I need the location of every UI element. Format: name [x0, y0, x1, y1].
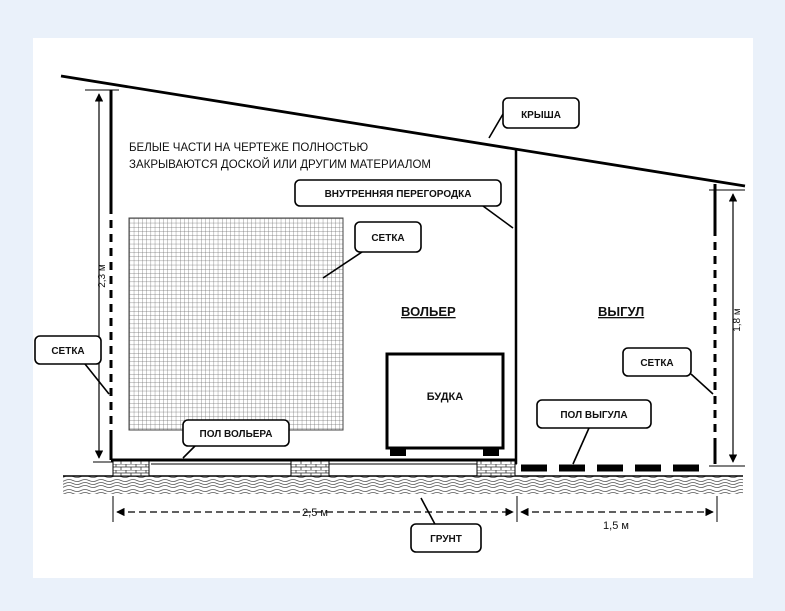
ground-strip [63, 476, 743, 494]
left-height-label: 2,3 м [97, 264, 108, 288]
roof-label: КРЫША [521, 110, 561, 121]
run-floor-label: ПОЛ ВЫГУЛА [560, 410, 627, 421]
kennel [385, 352, 505, 456]
right-height-label: 1,8 м [732, 308, 743, 332]
mesh-right-label: СЕТКА [640, 358, 673, 369]
mesh-panel-callout: СЕТКА [322, 221, 422, 279]
right-height-dimension [709, 189, 745, 467]
ground-label: ГРУНТ [430, 534, 462, 545]
width-dimensions [112, 496, 718, 522]
drawing-canvas: 2,3 м 1,8 м 2,5 м 1,5 м БЕЛЫЕ ЧАСТИ НА Ч… [33, 38, 753, 578]
ground-callout: ГРУНТ [410, 497, 482, 553]
mesh-right-callout: СЕТКА [622, 347, 714, 395]
note-line-1: БЕЛЫЕ ЧАСТИ НА ЧЕРТЕЖЕ ПОЛНОСТЬЮ [129, 142, 369, 154]
enclosure-diagram: 2,3 м 1,8 м 2,5 м 1,5 м БЕЛЫЕ ЧАСТИ НА Ч… [34, 74, 746, 553]
enclosure-width-label: 2,5 м [302, 507, 328, 519]
left-height-dimension [85, 89, 119, 463]
brick-support-2 [290, 460, 330, 477]
run-title: ВЫГУЛ [598, 304, 644, 319]
mesh-left-callout: СЕТКА [34, 335, 110, 395]
kennel-label: БУДКА [427, 391, 463, 403]
roof-line [60, 74, 746, 188]
mesh-panel [128, 217, 344, 431]
enclosure-title: ВОЛЬЕР [401, 304, 456, 319]
enclosure-floor-label: ПОЛ ВОЛЬЕРА [200, 429, 273, 440]
brick-support-1 [112, 460, 150, 477]
brick-support-3 [476, 460, 516, 477]
mesh-panel-label: СЕТКА [371, 233, 404, 244]
run-width-label: 1,5 м [603, 520, 629, 532]
run-floor-callout: ПОЛ ВЫГУЛА [536, 399, 652, 465]
roof-callout: КРЫША [488, 97, 580, 139]
partition-callout: ВНУТРЕННЯЯ ПЕРЕГОРОДКА [294, 179, 514, 229]
mesh-left-label: СЕТКА [51, 346, 84, 357]
enclosure-floor-callout: ПОЛ ВОЛЬЕРА [182, 419, 290, 459]
partition-label: ВНУТРЕННЯЯ ПЕРЕГОРОДКА [325, 189, 472, 200]
note-line-2: ЗАКРЫВАЮТСЯ ДОСКОЙ ИЛИ ДРУГИМ МАТЕРИАЛОМ [129, 158, 431, 171]
